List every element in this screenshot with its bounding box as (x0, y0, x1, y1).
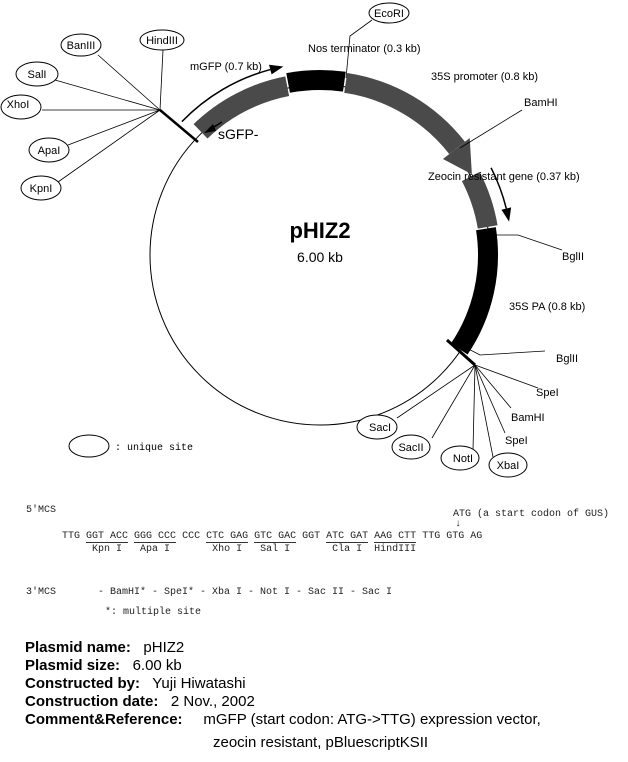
sequence-segment: GGT (296, 531, 326, 555)
35s-pa-segment[interactable] (450, 227, 498, 355)
enzyme-label: Kpn I (92, 544, 123, 555)
svg-text:KpnI: KpnI (30, 183, 53, 195)
three-mcs-sequence: - BamHI* - SpeI* - Xba I - Not I - Sac I… (98, 587, 393, 598)
label-35s-pa: 35S PA (0.8 kb) (509, 301, 585, 313)
mgfp-segment[interactable] (193, 76, 290, 139)
sequence-segment: TTG GTG AG (416, 531, 482, 555)
svg-text:XhoI: XhoI (7, 99, 30, 111)
sequence-segment: TTG (62, 531, 86, 555)
info-comment-line2: zeocin resistant, pBluescriptKSII (213, 734, 429, 751)
sequence-text: GGG CCC (134, 531, 177, 543)
site-bglii-lower[interactable]: BglII (556, 353, 578, 365)
site-sacii[interactable]: SacII (391, 434, 431, 460)
sequence-text: AAG CTT (374, 531, 417, 543)
site-noti[interactable]: NotI (440, 445, 480, 471)
svg-text:BanIII: BanIII (67, 40, 96, 52)
label-mgfp: mGFP (0.7 kb) (190, 61, 262, 73)
site-xbai[interactable]: XbaI (488, 452, 528, 478)
atg-note: ATG (a start codon of GUS) (453, 509, 610, 520)
label-nos-terminator: Nos terminator (0.3 kb) (308, 43, 420, 55)
info-constructed-by: Constructed by: Yuji Hiwatashi (25, 675, 246, 692)
svg-text:ApaI: ApaI (38, 145, 61, 157)
svg-text:SalI: SalI (28, 69, 47, 81)
site-bglii-right[interactable]: BglII (562, 251, 584, 263)
three-mcs-label: 3'MCS (26, 587, 57, 598)
svg-text:NotI: NotI (453, 453, 473, 465)
unique-site-legend: : unique site (115, 442, 193, 454)
label-35s-promoter: 35S promoter (0.8 kb) (431, 71, 538, 83)
svg-text:EcoRI: EcoRI (374, 8, 404, 20)
nos-terminator-segment[interactable] (286, 70, 346, 93)
site-spei-2[interactable]: SpeI (505, 435, 528, 447)
svg-text:XbaI: XbaI (497, 460, 520, 472)
mgfp-direction-arrow-icon (181, 64, 284, 123)
zeocin-segment[interactable] (461, 171, 498, 229)
35s-promoter-segment[interactable] (344, 73, 465, 155)
sequence-text: GGT ACC (86, 531, 129, 543)
plasmid-name: pHIZ2 (289, 218, 350, 243)
site-xhoi[interactable]: XhoI (0, 94, 42, 120)
zeocin-direction-arrow-icon (490, 167, 512, 222)
multiple-site-footnote: *: multiple site (105, 607, 202, 618)
enzyme-label: Cla I (332, 544, 363, 555)
sequence-text: GGT (296, 531, 327, 542)
sequence-text: TTG GTG AG (416, 531, 483, 542)
unique-site-legend-icon (68, 434, 110, 458)
plasmid-size: 6.00 kb (297, 249, 343, 265)
svg-text:HindIII: HindIII (146, 35, 178, 47)
site-baniii[interactable]: BanIII (60, 33, 102, 57)
site-bamhi-lower[interactable]: BamHI (511, 412, 545, 424)
site-sali[interactable]: SalI (15, 61, 59, 87)
site-hindiii[interactable]: HindIII (139, 29, 185, 51)
five-mcs-label: 5'MCS (26, 505, 57, 516)
enzyme-label: Xho I (212, 544, 243, 555)
left-site-lines (42, 49, 199, 183)
sgfp-arrow-icon (204, 121, 223, 133)
sequence-segment: CCC (176, 531, 206, 555)
sequence-text: GTC GAC (254, 531, 297, 543)
site-spei-1[interactable]: SpeI (536, 387, 559, 399)
enzyme-label: Apa I (140, 544, 171, 555)
sequence-text: CCC (176, 531, 207, 542)
site-bamhi-top[interactable]: BamHI (524, 97, 558, 109)
enzyme-label: HindIII (374, 544, 417, 555)
info-construction-date: Construction date: 2 Nov., 2002 (25, 693, 255, 710)
label-sgfp: sGFP- (218, 126, 259, 142)
site-apai[interactable]: ApaI (28, 137, 70, 163)
35s-promoter-arrowhead (442, 138, 472, 175)
lower-site-lines (396, 338, 546, 458)
svg-text:SacII: SacII (398, 442, 423, 454)
site-ecori[interactable]: EcoRI (368, 2, 410, 24)
svg-text:SacI: SacI (369, 422, 391, 434)
sequence-text: ATC GAT (326, 531, 369, 543)
site-saci[interactable]: SacI (356, 414, 398, 440)
info-plasmid-size: Plasmid size: 6.00 kb (25, 657, 182, 674)
label-zeocin: Zeocin resistant gene (0.37 kb) (428, 171, 580, 183)
sequence-text: TTG (62, 531, 87, 542)
sequence-text: CTC GAG (206, 531, 249, 543)
site-kpni[interactable]: KpnI (20, 175, 62, 201)
enzyme-label: Sal I (260, 544, 291, 555)
atg-arrow-icon: ↓ (455, 519, 462, 530)
info-comment: Comment&Reference: mGFP (start codon: AT… (25, 711, 541, 728)
info-plasmid-name: Plasmid name: pHIZ2 (25, 639, 185, 656)
